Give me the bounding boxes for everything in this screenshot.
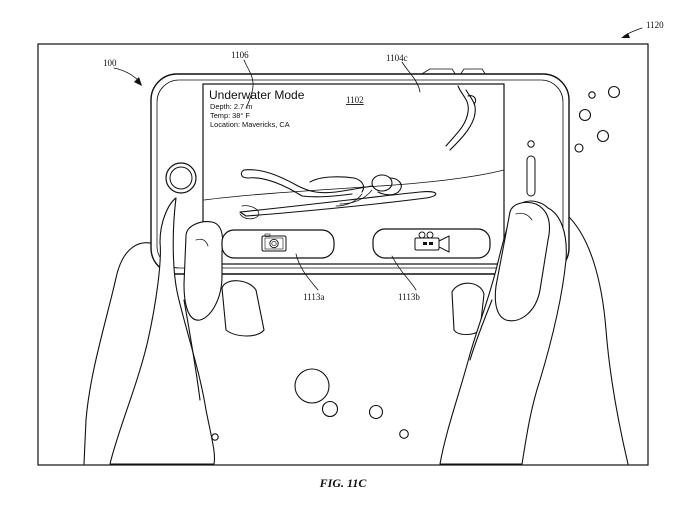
location-readout: Location: Mavericks, CA <box>210 120 290 129</box>
video-camera-icon <box>414 231 450 253</box>
water-line <box>203 169 505 201</box>
swimmer <box>240 169 402 207</box>
home-button-inner <box>169 166 193 190</box>
temp-readout: Temp: 38° F <box>210 111 250 120</box>
hands-back <box>83 213 629 465</box>
depth-readout: Depth: 2.7 m <box>210 102 252 111</box>
ref-arrow-figure <box>621 27 643 38</box>
ref-arrow-device <box>113 67 142 86</box>
figure-caption: FIG. 11C <box>319 476 367 490</box>
capture-buttons <box>221 228 491 259</box>
device-inner-edge <box>156 79 564 269</box>
mode-title: Underwater Mode <box>209 88 305 102</box>
ref-figure: 1120 <box>646 20 664 30</box>
hands-front <box>109 197 567 465</box>
speaker-grille <box>526 155 536 197</box>
ref-device: 100 <box>103 58 117 68</box>
ref-display: 1102 <box>346 95 364 105</box>
ref-photo-button: 1113a <box>303 292 324 302</box>
ref-overlay: 1106 <box>231 50 249 60</box>
ref-video-button: 1113b <box>398 292 420 302</box>
front-camera-icon <box>527 140 535 148</box>
leader-lines <box>243 59 421 291</box>
ref-scene: 1104c <box>386 53 408 63</box>
kelp <box>445 85 477 151</box>
surfboard <box>239 191 437 217</box>
camera-icon <box>261 233 287 252</box>
figure-frame <box>37 43 649 466</box>
